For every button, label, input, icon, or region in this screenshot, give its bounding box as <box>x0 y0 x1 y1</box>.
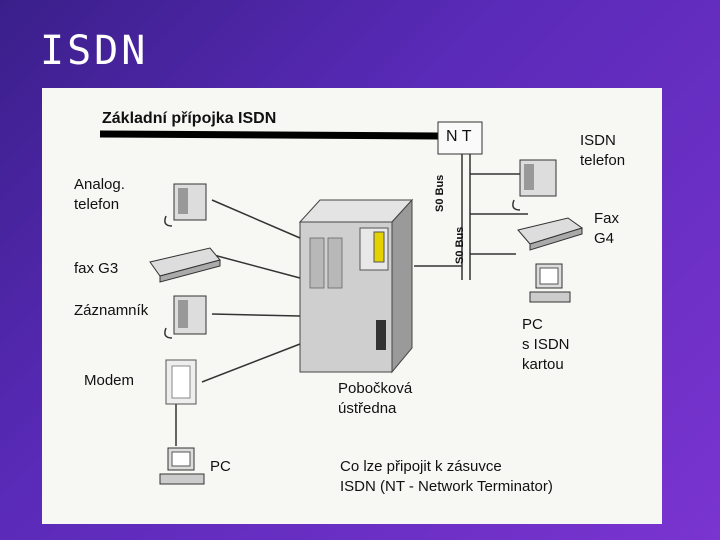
nt-box <box>437 121 483 155</box>
analog-phone-icon <box>164 183 207 227</box>
analog-phone-label-2: telefon <box>74 196 120 213</box>
pc-icon <box>159 447 205 485</box>
diagram-drawing <box>99 121 584 485</box>
modem-icon <box>165 359 197 405</box>
fax-g3-label: fax G3 <box>74 260 119 277</box>
pc-label: PC <box>210 458 231 475</box>
note-line-2: ISDN (NT - Network Terminator) <box>340 478 553 495</box>
fax-g4-label-2: G4 <box>594 230 615 247</box>
pbx-cabinet <box>298 198 414 374</box>
answering-machine-label: Záznamník <box>74 302 149 319</box>
isdn-phone-label-1: ISDN <box>580 132 616 149</box>
slide-title: ISDN <box>40 28 149 74</box>
isdn-phone-icon <box>512 159 557 211</box>
fax-g3-icon <box>149 247 221 283</box>
fax-g4-label-1: Fax <box>594 210 620 227</box>
isdn-line <box>99 130 439 140</box>
isdn-pc-label-1: PC <box>522 316 543 333</box>
pbx-label-2: ústředna <box>338 400 397 417</box>
note-line-1: Co lze připojit k zásuvce <box>340 458 502 475</box>
analog-phone-label-1: Analog. <box>74 176 125 193</box>
isdn-pc-icon <box>529 263 571 303</box>
isdn-phone-label-2: telefon <box>580 152 626 169</box>
pbx-label-1: Pobočková <box>338 380 413 397</box>
header-label: Základní přípojka ISDN <box>102 110 277 127</box>
answering-machine-icon <box>164 295 207 339</box>
s0-bus-label-2: S0 Bus <box>454 226 466 264</box>
nt-label: N T <box>446 128 472 145</box>
s0-bus-label-1: S0 Bus <box>434 174 446 212</box>
modem-label: Modem <box>84 372 135 389</box>
isdn-pc-label-2: s ISDN <box>522 336 570 353</box>
diagram-panel: Základní přípojka ISDN N T S0 Bus S0 Bus… <box>42 88 662 524</box>
fax-g4-icon <box>517 217 584 251</box>
isdn-pc-label-3: kartou <box>522 356 564 373</box>
